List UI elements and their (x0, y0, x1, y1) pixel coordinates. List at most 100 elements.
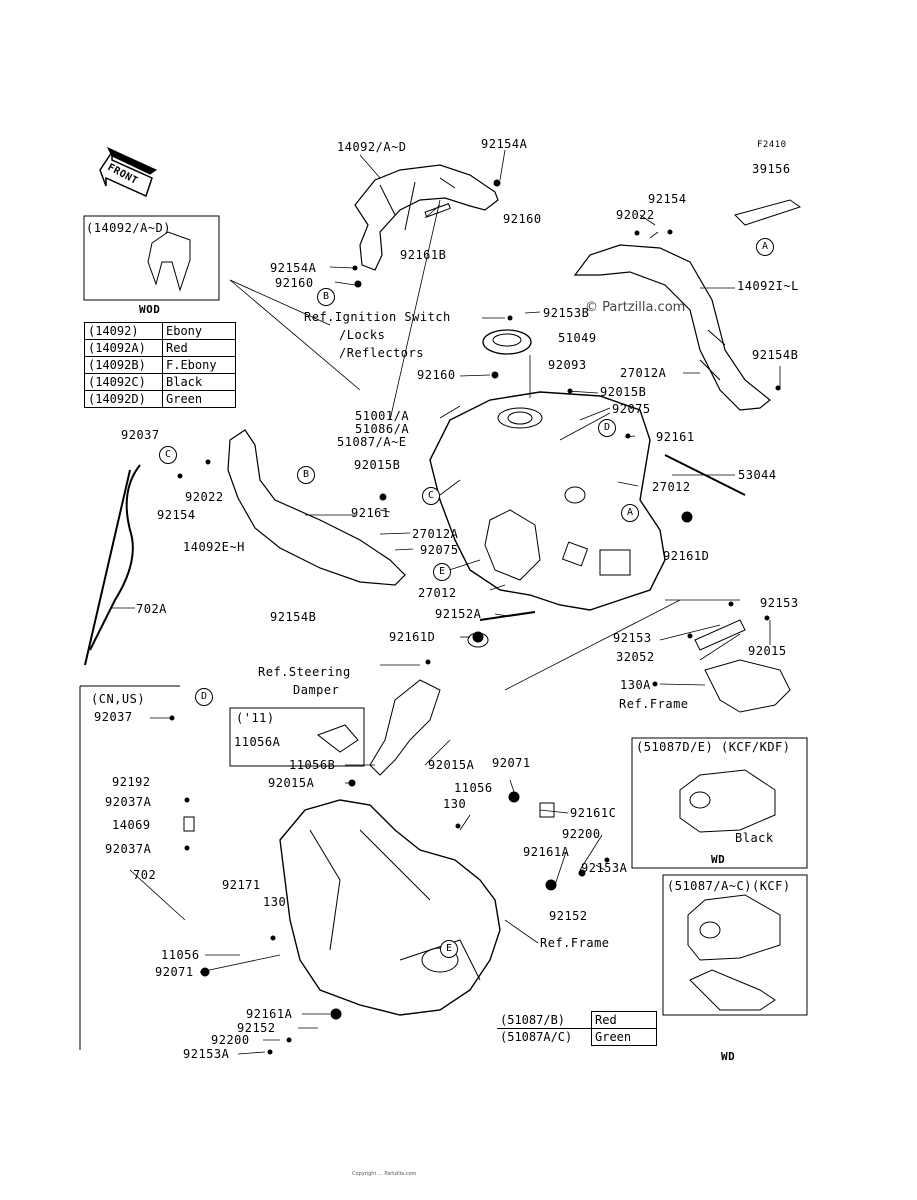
part-label: 92153B (543, 306, 590, 320)
inset-11 (229, 707, 365, 767)
figure-code: F2410 (757, 140, 787, 150)
table-row: (51087A/C)Green (497, 1028, 657, 1046)
right-side-cover (573, 244, 771, 411)
part-label: 32052 (616, 650, 655, 664)
part-label: 92152 (549, 909, 588, 923)
part-label: 92015B (354, 458, 401, 472)
color-table-2: (51087/B)Red (51087A/C)Green (497, 1011, 657, 1046)
watermark: © Partzilla.com (585, 300, 686, 315)
part-label: 92154A (270, 261, 317, 275)
part-label: 702 (133, 868, 157, 882)
part-label: 92037 (121, 428, 160, 442)
part-label: 92171 (222, 878, 261, 892)
ref-reflectors: /Reflectors (339, 346, 424, 360)
part-label: 702A (136, 602, 167, 616)
part-label: 11056B (289, 758, 336, 772)
inset-title-kcf: (51087/A~C)(KCF) (667, 879, 791, 893)
region-label: (CN,US) (91, 692, 146, 706)
part-label: 92200 (211, 1033, 250, 1047)
part-label: 92037A (105, 795, 152, 809)
part-label: 92153 (613, 631, 652, 645)
part-label: 92161A (523, 845, 570, 859)
part-label: 92160 (417, 368, 456, 382)
ref-circle-e: E (440, 940, 458, 958)
part-label: 130A (620, 678, 651, 692)
part-label: 92161A (246, 1007, 293, 1021)
inset-kcf-kdf (631, 737, 808, 869)
left-side-cover (227, 429, 406, 586)
inset-kcf (662, 874, 808, 1016)
part-label: 92153A (581, 861, 628, 875)
part-label: 92071 (155, 965, 194, 979)
part-label: 92071 (492, 756, 531, 770)
part-label: 92015A (428, 758, 475, 772)
part-label: 130 (443, 797, 467, 811)
table-row: (51087/B)Red (497, 1011, 657, 1029)
part-label: 14092I~L (737, 279, 799, 293)
ref-damper: Damper (293, 683, 340, 697)
part-label: 14092E~H (183, 540, 245, 554)
ref-ignition: Ref.Ignition Switch (304, 310, 451, 324)
part-label: 92153A (183, 1047, 230, 1061)
front-arrow (99, 146, 158, 198)
ref-frame: Ref.Frame (619, 697, 689, 711)
part-label: 11056 (454, 781, 493, 795)
ref-circle-e: E (433, 563, 451, 581)
ref-steering: Ref.Steering (258, 665, 351, 679)
part-label: 92161 (351, 506, 390, 520)
part-label: 92037 (94, 710, 133, 724)
fuel-tank (429, 391, 666, 611)
part-label: 92154B (752, 348, 799, 362)
part-label: 92154B (270, 610, 317, 624)
part-label: 92015B (600, 385, 647, 399)
ref-circle-d: D (195, 688, 213, 706)
table-row: (14092D)Green (84, 390, 236, 408)
part-label: 92200 (562, 827, 601, 841)
part-label: 92160 (503, 212, 542, 226)
part-label: 92037A (105, 842, 152, 856)
part-label: 92154 (648, 192, 687, 206)
ref-circle-b: B (317, 288, 335, 306)
ref-circle-a: A (756, 238, 774, 256)
part-label: 92161D (663, 549, 710, 563)
table-row: (14092)Ebony (84, 322, 236, 340)
table-row: (14092B)F.Ebony (84, 356, 236, 374)
part-label: 51087/A~E (337, 435, 407, 449)
part-label: 92093 (548, 358, 587, 372)
color-table: (14092)Ebony (14092A)Red (14092B)F.Ebony… (84, 322, 236, 408)
top-cover-part (354, 164, 499, 271)
color-label: Black (735, 831, 774, 845)
part-label: 92153 (760, 596, 799, 610)
inset-title-kcf-kdf: (51087D/E) (KCF/KDF) (636, 740, 791, 754)
part-label: 14069 (112, 818, 151, 832)
part-label: 92161C (570, 806, 617, 820)
table-row: (14092A)Red (84, 339, 236, 357)
part-label: 92075 (612, 402, 651, 416)
part-label: 92015 (748, 644, 787, 658)
part-label: 92075 (420, 543, 459, 557)
part-label: 92152 (237, 1021, 276, 1035)
footer-copyright: Copyright ... Partzilla.com (352, 1171, 417, 1177)
part-label: 11056A (234, 735, 281, 749)
ref-circle-c: C (159, 446, 177, 464)
part-label: 92161 (656, 430, 695, 444)
part-label: 27012 (418, 586, 457, 600)
year-label: ('11) (236, 711, 275, 725)
part-label: 92161D (389, 630, 436, 644)
part-label: 92015A (268, 776, 315, 790)
part-label: 92154 (157, 508, 196, 522)
ref-circle-a: A (621, 504, 639, 522)
part-label: 130 (263, 895, 287, 909)
ref-circle-d: D (598, 419, 616, 437)
part-label: 39156 (752, 162, 791, 176)
inset-box-cover (83, 215, 220, 301)
part-label: 92160 (275, 276, 314, 290)
part-label: 51086/A (355, 422, 410, 436)
part-label: 51001/A (355, 409, 410, 423)
part-label: 51049 (558, 331, 597, 345)
part-label: 92161B (400, 248, 447, 262)
part-label: 27012A (620, 366, 667, 380)
part-label: 11056 (161, 948, 200, 962)
part-label: 92152A (435, 607, 482, 621)
